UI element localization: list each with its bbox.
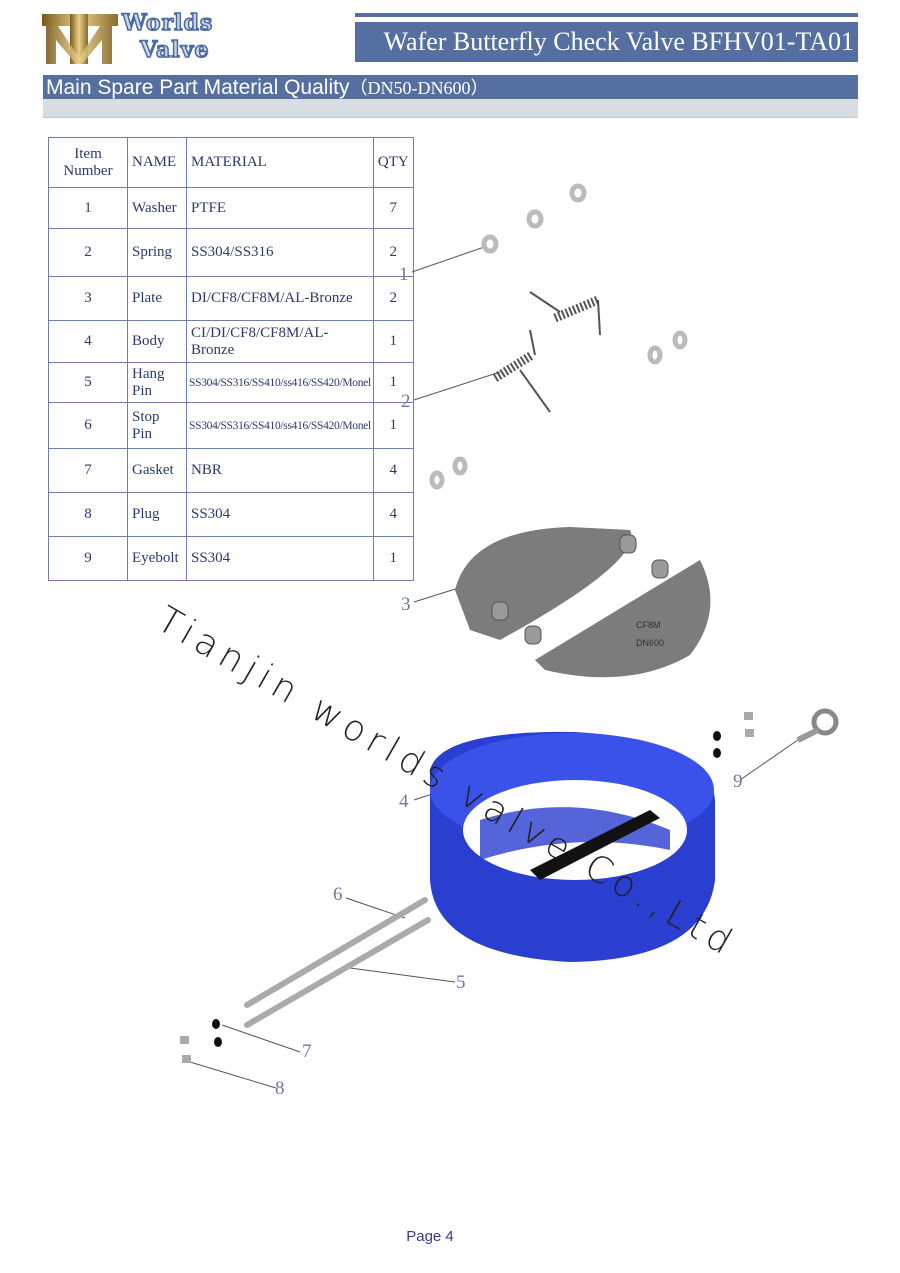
section-heading: Main Spare Part Material Quality（DN50-DN… <box>43 75 858 99</box>
section-title: Main Spare Part Material Quality <box>46 76 350 99</box>
header-item-number: Item Number <box>48 137 128 188</box>
item-number-cell: 1 <box>48 187 128 229</box>
material-cell: SS304 <box>186 536 374 581</box>
valve-plates: CF8M DN600 <box>455 527 711 678</box>
pins <box>244 897 431 1028</box>
name-cell: Eyebolt <box>127 536 187 581</box>
qty-cell: 1 <box>372 402 414 449</box>
callout-8: 8 <box>275 1078 285 1099</box>
name-cell: Spring <box>127 228 187 277</box>
document-title: Wafer Butterfly Check Valve BFHV01-TA01 <box>355 22 858 62</box>
logo-word-valve: Valve <box>139 36 210 64</box>
qty-cell: 2 <box>372 228 414 277</box>
plate-marking: CF8M <box>636 620 661 630</box>
table-header-row: Item Number NAME MATERIAL QTY <box>48 137 414 188</box>
material-cell: SS304/SS316/SS410/ss416/SS420/Monel <box>186 402 374 449</box>
material-cell: CI/DI/CF8/CF8M/AL-Bronze <box>186 320 374 363</box>
header-qty: QTY <box>372 137 414 188</box>
qty-cell: 4 <box>372 448 414 493</box>
material-cell: SS304/SS316 <box>186 228 374 277</box>
name-cell: Body <box>127 320 187 363</box>
callout-6: 6 <box>333 884 343 905</box>
qty-cell: 7 <box>372 187 414 229</box>
name-cell: Hang Pin <box>127 362 187 403</box>
springs <box>492 291 601 413</box>
section-range: （DN50-DN600） <box>349 78 489 98</box>
section-subbar <box>43 99 858 118</box>
item-number-cell: 3 <box>48 276 128 321</box>
header-name: NAME <box>127 137 187 188</box>
name-cell: Stop Pin <box>127 402 187 449</box>
qty-cell: 2 <box>372 276 414 321</box>
item-number-cell: 9 <box>48 536 128 581</box>
material-cell: SS304/SS316/SS410/ss416/SS420/Monel <box>186 362 374 403</box>
name-cell: Plate <box>127 276 187 321</box>
qty-cell: 1 <box>372 320 414 363</box>
callout-2: 2 <box>401 391 411 412</box>
qty-cell: 1 <box>372 536 414 581</box>
page-number: Page 4 <box>406 1228 454 1245</box>
callout-7: 7 <box>302 1041 312 1062</box>
material-cell: NBR <box>186 448 374 493</box>
callout-9: 9 <box>733 771 743 792</box>
name-cell: Plug <box>127 492 187 537</box>
tm-logo-mark <box>42 14 118 64</box>
callout-3: 3 <box>401 594 411 615</box>
company-logo: Worlds Valve <box>40 9 250 70</box>
material-cell: PTFE <box>186 187 374 229</box>
title-rule <box>355 13 858 17</box>
name-cell: Washer <box>127 187 187 229</box>
name-cell: Gasket <box>127 448 187 493</box>
callout-5: 5 <box>456 972 466 993</box>
material-cell: SS304 <box>186 492 374 537</box>
gaskets-and-plugs <box>180 712 754 1063</box>
valve-body <box>430 731 715 962</box>
plate-marking-size: DN600 <box>636 638 664 648</box>
eyebolt <box>796 708 839 743</box>
washers <box>429 183 688 490</box>
callout-4: 4 <box>399 791 409 812</box>
callout-1: 1 <box>399 264 409 285</box>
logo-word-worlds: Worlds <box>121 9 214 37</box>
